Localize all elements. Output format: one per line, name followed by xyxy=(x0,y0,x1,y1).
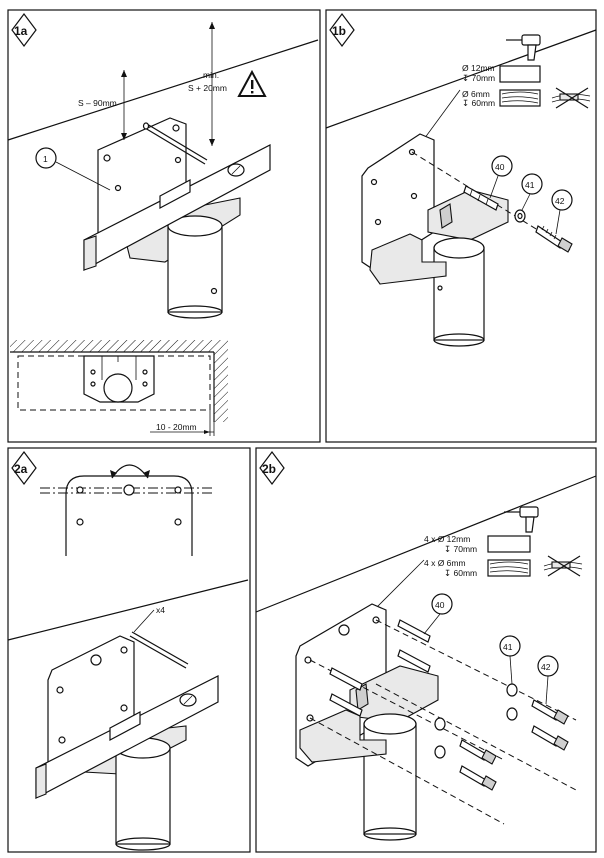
drill-wood-depth: ↧ 60mm xyxy=(444,568,477,578)
panel-1a: 1a xyxy=(7,9,321,443)
warning-triangle-icon xyxy=(237,69,267,97)
drill-wood-diameter: Ø 6mm xyxy=(462,89,490,99)
wood-swatch-icon xyxy=(499,89,541,107)
panel-2b: 2b 4 x Ø 12mm ↧ 70mm 4 x Ø 6mm ↧ 60mm xyxy=(255,447,597,853)
dimension-s90: S – 90mm xyxy=(78,70,127,140)
dimension-s90-text: S – 90mm xyxy=(78,98,117,108)
concrete-swatch-icon xyxy=(487,535,531,553)
drill-wood-depth: ↧ 60mm xyxy=(462,98,495,108)
drill-rod xyxy=(142,122,208,165)
dimension-min-text: min. xyxy=(203,70,219,80)
drill-icon xyxy=(504,506,539,533)
wall-edge-line xyxy=(7,39,319,141)
dimension-s20-text: S + 20mm xyxy=(188,83,227,93)
plate-top-view xyxy=(40,464,214,556)
part-40-label: 40 xyxy=(495,162,505,172)
bracket-post xyxy=(79,725,187,851)
no-anchor-in-wood-icon xyxy=(543,555,583,577)
anchor-40-set: 40 xyxy=(329,593,453,717)
drill-concrete-depth: ↧ 70mm xyxy=(462,73,495,83)
part-42-label: 42 xyxy=(541,662,551,672)
concrete-swatch-icon xyxy=(499,65,541,83)
part-41-label: 41 xyxy=(525,180,535,190)
drill-wood-diameter: 4 x Ø 6mm xyxy=(424,558,466,568)
wall-edge-line xyxy=(7,579,249,641)
dimension-s20: min. S + 20mm xyxy=(188,22,227,146)
screw-count-label: x4 xyxy=(156,605,165,615)
part-42-label: 42 xyxy=(555,196,565,206)
panel-1a-label-badge: 1a xyxy=(11,13,37,47)
panel-1b: 1b Ø 12mm ↧ 70mm Ø 6mm ↧ 60mm xyxy=(325,9,597,443)
screw-42: 42 xyxy=(535,189,573,253)
anchor-40: 40 xyxy=(463,155,513,211)
part-41-label: 41 xyxy=(503,642,513,652)
washer-41-set: 41 xyxy=(434,635,521,759)
bracket-post xyxy=(124,197,241,319)
top-view-detail: 10 - 20mm xyxy=(10,340,228,436)
drill-concrete-diameter: 4 x Ø 12mm xyxy=(424,534,470,544)
callout-1-text: 1 xyxy=(43,154,48,164)
wall-edge-line xyxy=(325,29,597,129)
part-40-label: 40 xyxy=(435,600,445,610)
wood-swatch-icon xyxy=(487,559,531,577)
drill-concrete-depth: ↧ 70mm xyxy=(444,544,477,554)
wall-edge-line xyxy=(255,475,597,613)
dimension-gap-text: 10 - 20mm xyxy=(156,422,197,432)
panel-1b-label: 1b xyxy=(332,24,346,38)
panel-1a-label: 1a xyxy=(14,24,28,38)
panel-2b-label: 2b xyxy=(262,462,276,476)
panel-2a-label: 2a xyxy=(14,462,28,476)
panel-2a: 2a x4 xyxy=(7,447,251,853)
drill-rod xyxy=(129,631,189,669)
spirit-level xyxy=(83,144,271,272)
no-anchor-in-wood-icon xyxy=(551,87,591,109)
callout-1: 1 xyxy=(35,147,111,191)
drill-concrete-diameter: Ø 12mm xyxy=(462,63,495,73)
spirit-level xyxy=(35,675,219,799)
drill-icon xyxy=(506,34,541,61)
screw-42-set: 42 xyxy=(459,655,569,791)
bracket-post xyxy=(299,665,439,841)
washer-41: 41 xyxy=(514,173,543,223)
